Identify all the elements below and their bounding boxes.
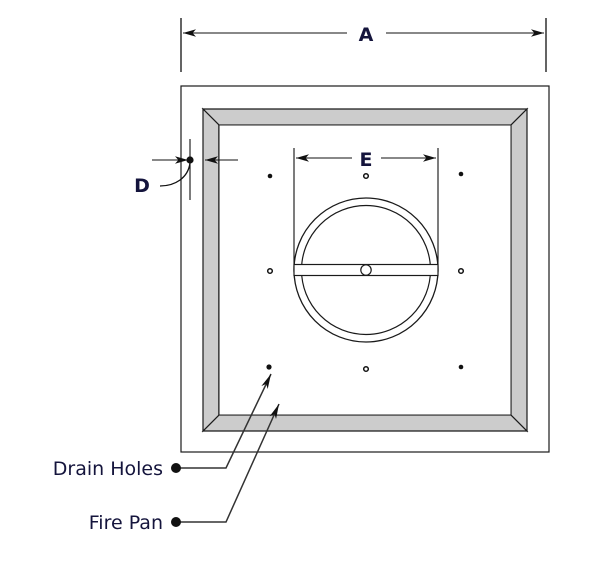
callout-drain-holes-label: Drain Holes <box>53 458 163 480</box>
drain-hole <box>266 364 272 370</box>
dimension-a-label: A <box>359 24 374 46</box>
dimension-e-label: E <box>360 149 373 171</box>
fire-pan-band-top <box>201 108 529 126</box>
burner-ring <box>293 197 439 343</box>
dimension-a: A <box>180 18 547 72</box>
drain-hole-group <box>266 171 465 373</box>
fire-pan-band-right <box>510 107 528 433</box>
callout-fire-pan-label: Fire Pan <box>89 512 163 534</box>
drain-hole <box>362 365 370 373</box>
dimension-d-leader-curve <box>159 162 191 187</box>
dimension-d-leader-dot <box>186 156 194 164</box>
callout-drain-holes: Drain Holes <box>53 373 272 480</box>
fire-pan-band-bottom <box>201 414 529 432</box>
dimension-d-label: D <box>134 175 150 197</box>
drain-hole <box>458 171 464 177</box>
drain-hole <box>362 172 370 180</box>
dimension-d: D <box>134 139 238 200</box>
drain-hole <box>457 267 465 275</box>
callout-fire-pan-leader <box>176 403 280 523</box>
callout-drain-holes-leader <box>176 373 272 469</box>
callout-fire-pan: Fire Pan <box>89 403 280 534</box>
dimension-e: E <box>293 148 439 272</box>
drain-hole <box>267 173 273 179</box>
drain-hole <box>266 267 274 275</box>
callout-fire-pan-dot <box>171 517 181 527</box>
fire-pan-band-left <box>202 107 220 433</box>
burner-center-hub-icon <box>360 264 372 276</box>
callout-drain-holes-dot <box>171 463 181 473</box>
drain-hole <box>458 364 464 370</box>
